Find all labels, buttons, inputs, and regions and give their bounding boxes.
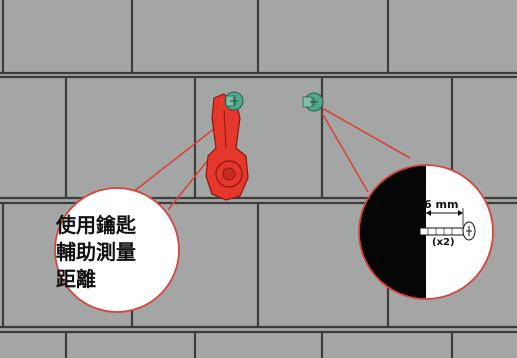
screw-icon [302,92,324,112]
screw-detail-circle [358,164,494,300]
key-instruction-label: 使用鑰匙 輔助測量 距離 [56,213,136,291]
callout-bubble [54,187,180,313]
screw-length-label: 6 mm [424,198,459,211]
key-icon [205,93,249,201]
screw-icon [224,91,244,111]
screw-detail-icon [462,221,476,241]
screw-quantity-label: (x2) [432,237,455,248]
